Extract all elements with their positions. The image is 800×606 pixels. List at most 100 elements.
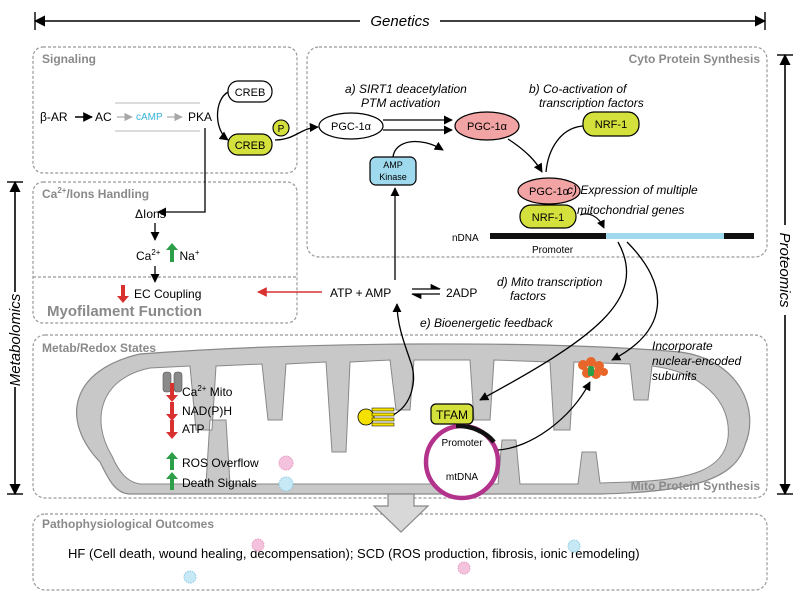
step-b-line2: transcription factors xyxy=(539,96,644,110)
cyto-panel xyxy=(306,46,768,258)
ions-title: Ca2+/Ions Handling xyxy=(42,186,149,201)
atp-mito-label: ATP xyxy=(182,422,204,436)
ros-label: ROS Overflow xyxy=(182,456,259,470)
ca-na-row: Ca2+ Na+ xyxy=(136,248,200,263)
metabolomics-label: Metabolomics xyxy=(7,293,24,386)
incorporate-line2: nuclear-encoded xyxy=(652,354,742,368)
creb-bottom-label: CREB xyxy=(235,140,266,152)
beta-ar-label: β-AR xyxy=(40,110,68,124)
death-label: Death Signals xyxy=(182,476,257,490)
outcomes-title: Pathophysiological Outcomes xyxy=(42,517,214,531)
signaling-panel xyxy=(32,46,298,174)
na-label: Na xyxy=(179,249,195,263)
ros-dot-icon xyxy=(278,455,294,471)
ca-mito-rest: Mito xyxy=(206,385,232,399)
pgc-complex-node xyxy=(517,177,581,205)
ac-label: AC xyxy=(95,110,112,124)
phosphate-label: P xyxy=(278,124,285,135)
proteomics-label: Proteomics xyxy=(776,232,793,308)
outcome-dot-2-icon xyxy=(183,570,197,584)
outcomes-flow-arrow xyxy=(372,493,430,533)
mtdna-promoter-segment xyxy=(455,423,496,444)
creb-phosphorylation-arrow xyxy=(216,91,229,141)
signaling-title: Signaling xyxy=(42,52,96,66)
death-up-icon xyxy=(166,472,178,490)
ca-label: Ca xyxy=(136,249,152,263)
pgc-active-label: PGC-1α xyxy=(467,121,508,133)
myofilament-title: Myofilament Function xyxy=(47,303,202,320)
metab-title: Metab/Redox States xyxy=(42,341,156,355)
nadph-label: NAD(P)H xyxy=(182,404,232,418)
pgc-complex-label: PGC-1α xyxy=(529,186,570,198)
ca-mito-row: Ca2+ Mito xyxy=(182,384,233,399)
ndna-end-segment xyxy=(724,233,754,239)
step-d-line1: d) Mito transcription xyxy=(497,275,603,289)
mtdna-label: mtDNA xyxy=(446,472,479,483)
phosphate-node xyxy=(272,119,290,137)
step-d-line2: factors xyxy=(510,289,546,303)
gene-to-tfam-arrow xyxy=(479,241,628,401)
nrf-bottom-node xyxy=(519,204,577,229)
delta-ions-label: ΔIons xyxy=(135,207,166,221)
ions-title-sup: 2+ xyxy=(57,186,66,195)
camp-bracket xyxy=(115,102,200,132)
mtdna-promoter-label: Promoter xyxy=(441,438,483,449)
step-a-line1: a) SIRT1 deacetylation xyxy=(345,82,467,96)
amp-kinase-line1: AMP xyxy=(383,160,403,170)
nrf-top-label: NRF-1 xyxy=(595,119,627,131)
ndna-promoter-label: Promoter xyxy=(532,245,574,256)
pka-to-ions-arrow xyxy=(157,128,206,217)
pgc-inactive-node xyxy=(318,112,384,140)
atp-amp-label: ATP + AMP xyxy=(330,286,391,300)
outcome-dot-1-icon xyxy=(251,538,265,552)
cyto-title: Cyto Protein Synthesis xyxy=(629,52,761,66)
atp-synthase-icon xyxy=(357,407,395,427)
ec-down-icon xyxy=(117,285,129,303)
nrf-to-complex-arrow xyxy=(545,125,584,173)
outcome-dot-3-icon xyxy=(457,561,471,575)
metabolomics-axis: Metabolomics xyxy=(6,180,24,496)
pgc-to-complex-arrow xyxy=(507,138,543,173)
step-c-line2: mitochondrial genes xyxy=(577,203,684,217)
mtdna-to-subunits-arrow xyxy=(497,381,591,451)
subunit-cluster-icon xyxy=(578,357,608,379)
death-dot-icon xyxy=(278,476,294,492)
nadph-down-icon xyxy=(166,402,178,421)
ca-mito-label: Ca xyxy=(182,385,198,399)
kinase-to-pgc-arrow xyxy=(392,140,444,158)
creb-top-label: CREB xyxy=(235,87,266,99)
outcome-dot-4-icon xyxy=(567,539,581,553)
pgc-active-node xyxy=(454,111,520,141)
step-e-label: e) Bioenergetic feedback xyxy=(420,316,554,330)
tfam-node xyxy=(430,403,474,425)
na-sup: + xyxy=(195,248,200,257)
bioenergetic-feedback-arrow xyxy=(392,303,415,416)
pka-label: PKA xyxy=(188,110,212,124)
mitochondrion xyxy=(76,343,751,495)
step-c-line1: c) Expression of multiple xyxy=(567,183,698,197)
creb-top-node xyxy=(227,80,273,103)
step-b-line1: b) Co-activation of xyxy=(529,82,628,96)
transcription-start-arrow xyxy=(579,213,605,229)
outcomes-text: HF (Cell death, wound healing, decompens… xyxy=(68,546,640,561)
ca-na-up-icon xyxy=(166,243,178,262)
mito-synth-title: Mito Protein Synthesis xyxy=(631,479,761,493)
ndna-gene-segment xyxy=(606,233,724,239)
ec-coupling-label: EC Coupling xyxy=(134,287,201,301)
incorporate-line3: subunits xyxy=(652,369,697,383)
amp-kinase-line2: Kinase xyxy=(379,172,407,182)
adp-label: 2ADP xyxy=(446,286,477,300)
genetics-label: Genetics xyxy=(370,13,430,30)
ca-mito-down-icon xyxy=(166,383,178,402)
incorporate-line1: Incorporate xyxy=(652,339,713,353)
camp-label: cAMP xyxy=(136,112,163,123)
step-a-line2: PTM activation xyxy=(361,96,441,110)
gene-to-subunits-arrow xyxy=(611,241,659,361)
ions-panel xyxy=(32,181,298,324)
proteomics-axis: Proteomics xyxy=(776,53,794,496)
ndna-promoter-segment xyxy=(490,233,606,239)
ca-sup: 2+ xyxy=(151,248,160,257)
ros-up-icon xyxy=(166,452,178,470)
atp-down-icon xyxy=(166,420,178,439)
